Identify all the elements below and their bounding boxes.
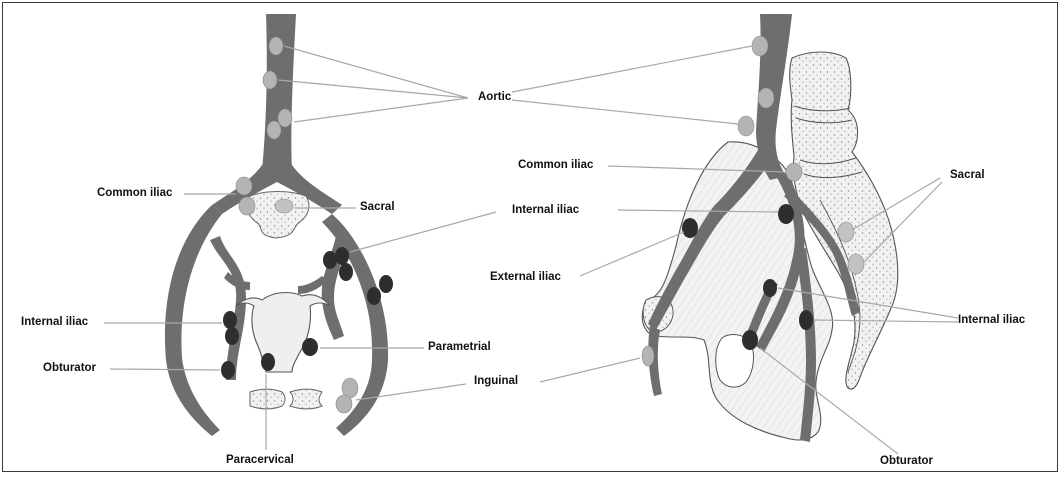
node-aortic-r2 (758, 88, 774, 108)
node-parametrial (302, 338, 318, 356)
node-internal-iliac-r-b (682, 218, 698, 238)
node-internal-iliac-l1 (223, 311, 237, 329)
node-aortic-1 (269, 37, 283, 55)
node-aortic-4 (267, 121, 281, 139)
node-sacral-left (275, 199, 293, 213)
node-obturator-left (221, 361, 235, 379)
node-common-iliac-r (786, 163, 802, 181)
leader-aortic-3 (294, 98, 468, 122)
label-external-iliac: External iliac (490, 272, 561, 284)
label-obturator-left: Obturator (43, 363, 96, 375)
node-inguinal-r (642, 346, 654, 366)
left-frontal-view (165, 14, 393, 436)
label-common-iliac-left: Common iliac (97, 188, 172, 200)
pubic-symphysis-right (290, 389, 322, 409)
leader-aortic-2 (278, 80, 468, 98)
node-common-iliac-1 (236, 177, 252, 195)
node-common-iliac-2 (239, 197, 255, 215)
node-sacral-r1 (838, 222, 854, 242)
leader-external-iliac (580, 232, 684, 276)
right-lateral-view (642, 14, 898, 442)
leader-aortic-5 (512, 100, 738, 124)
label-internal-iliac-right: Internal iliac (958, 315, 1025, 327)
node-internal-iliac-r-d (799, 310, 813, 330)
node-internal-iliac-r1 (335, 247, 349, 265)
leader-inguinal-right (540, 358, 640, 382)
node-internal-iliac-l2 (225, 327, 239, 345)
node-aortic-3 (278, 109, 292, 127)
node-aortic-r1 (752, 36, 768, 56)
label-sacral-left: Sacral (360, 202, 395, 214)
label-internal-iliac-center: Internal iliac (512, 205, 579, 217)
node-inguinal-left-2 (336, 395, 352, 413)
node-internal-iliac-r3 (339, 263, 353, 281)
leader-obturator-left (110, 369, 220, 370)
leader-aortic-1 (284, 46, 468, 98)
node-aortic-r3 (738, 116, 754, 136)
label-obturator-right: Obturator (880, 456, 933, 468)
node-obturator-r (742, 330, 758, 350)
sacrum-left (247, 192, 309, 239)
leader-internal-iliac-center-a (350, 212, 496, 252)
label-aortic: Aortic (478, 92, 511, 104)
aorta-left (262, 14, 296, 170)
label-common-iliac-right: Common iliac (518, 160, 593, 172)
pubic-symphysis (250, 389, 285, 409)
left-internal-iliac (210, 236, 246, 380)
node-paracervical (261, 353, 275, 371)
leader-aortic-4 (512, 46, 752, 92)
label-parametrial: Parametrial (428, 342, 491, 354)
node-internal-iliac-r5 (367, 287, 381, 305)
label-paracervical: Paracervical (226, 455, 294, 467)
label-sacral-right: Sacral (950, 170, 985, 182)
node-aortic-2 (263, 71, 277, 89)
node-internal-iliac-r-c (763, 279, 777, 297)
node-internal-iliac-r4 (379, 275, 393, 293)
node-internal-iliac-r-a (778, 204, 794, 224)
uterus (236, 293, 330, 372)
label-inguinal: Inguinal (474, 376, 518, 388)
node-sacral-r2 (848, 254, 864, 274)
label-internal-iliac-left: Internal iliac (21, 317, 88, 329)
node-internal-iliac-r2 (323, 251, 337, 269)
